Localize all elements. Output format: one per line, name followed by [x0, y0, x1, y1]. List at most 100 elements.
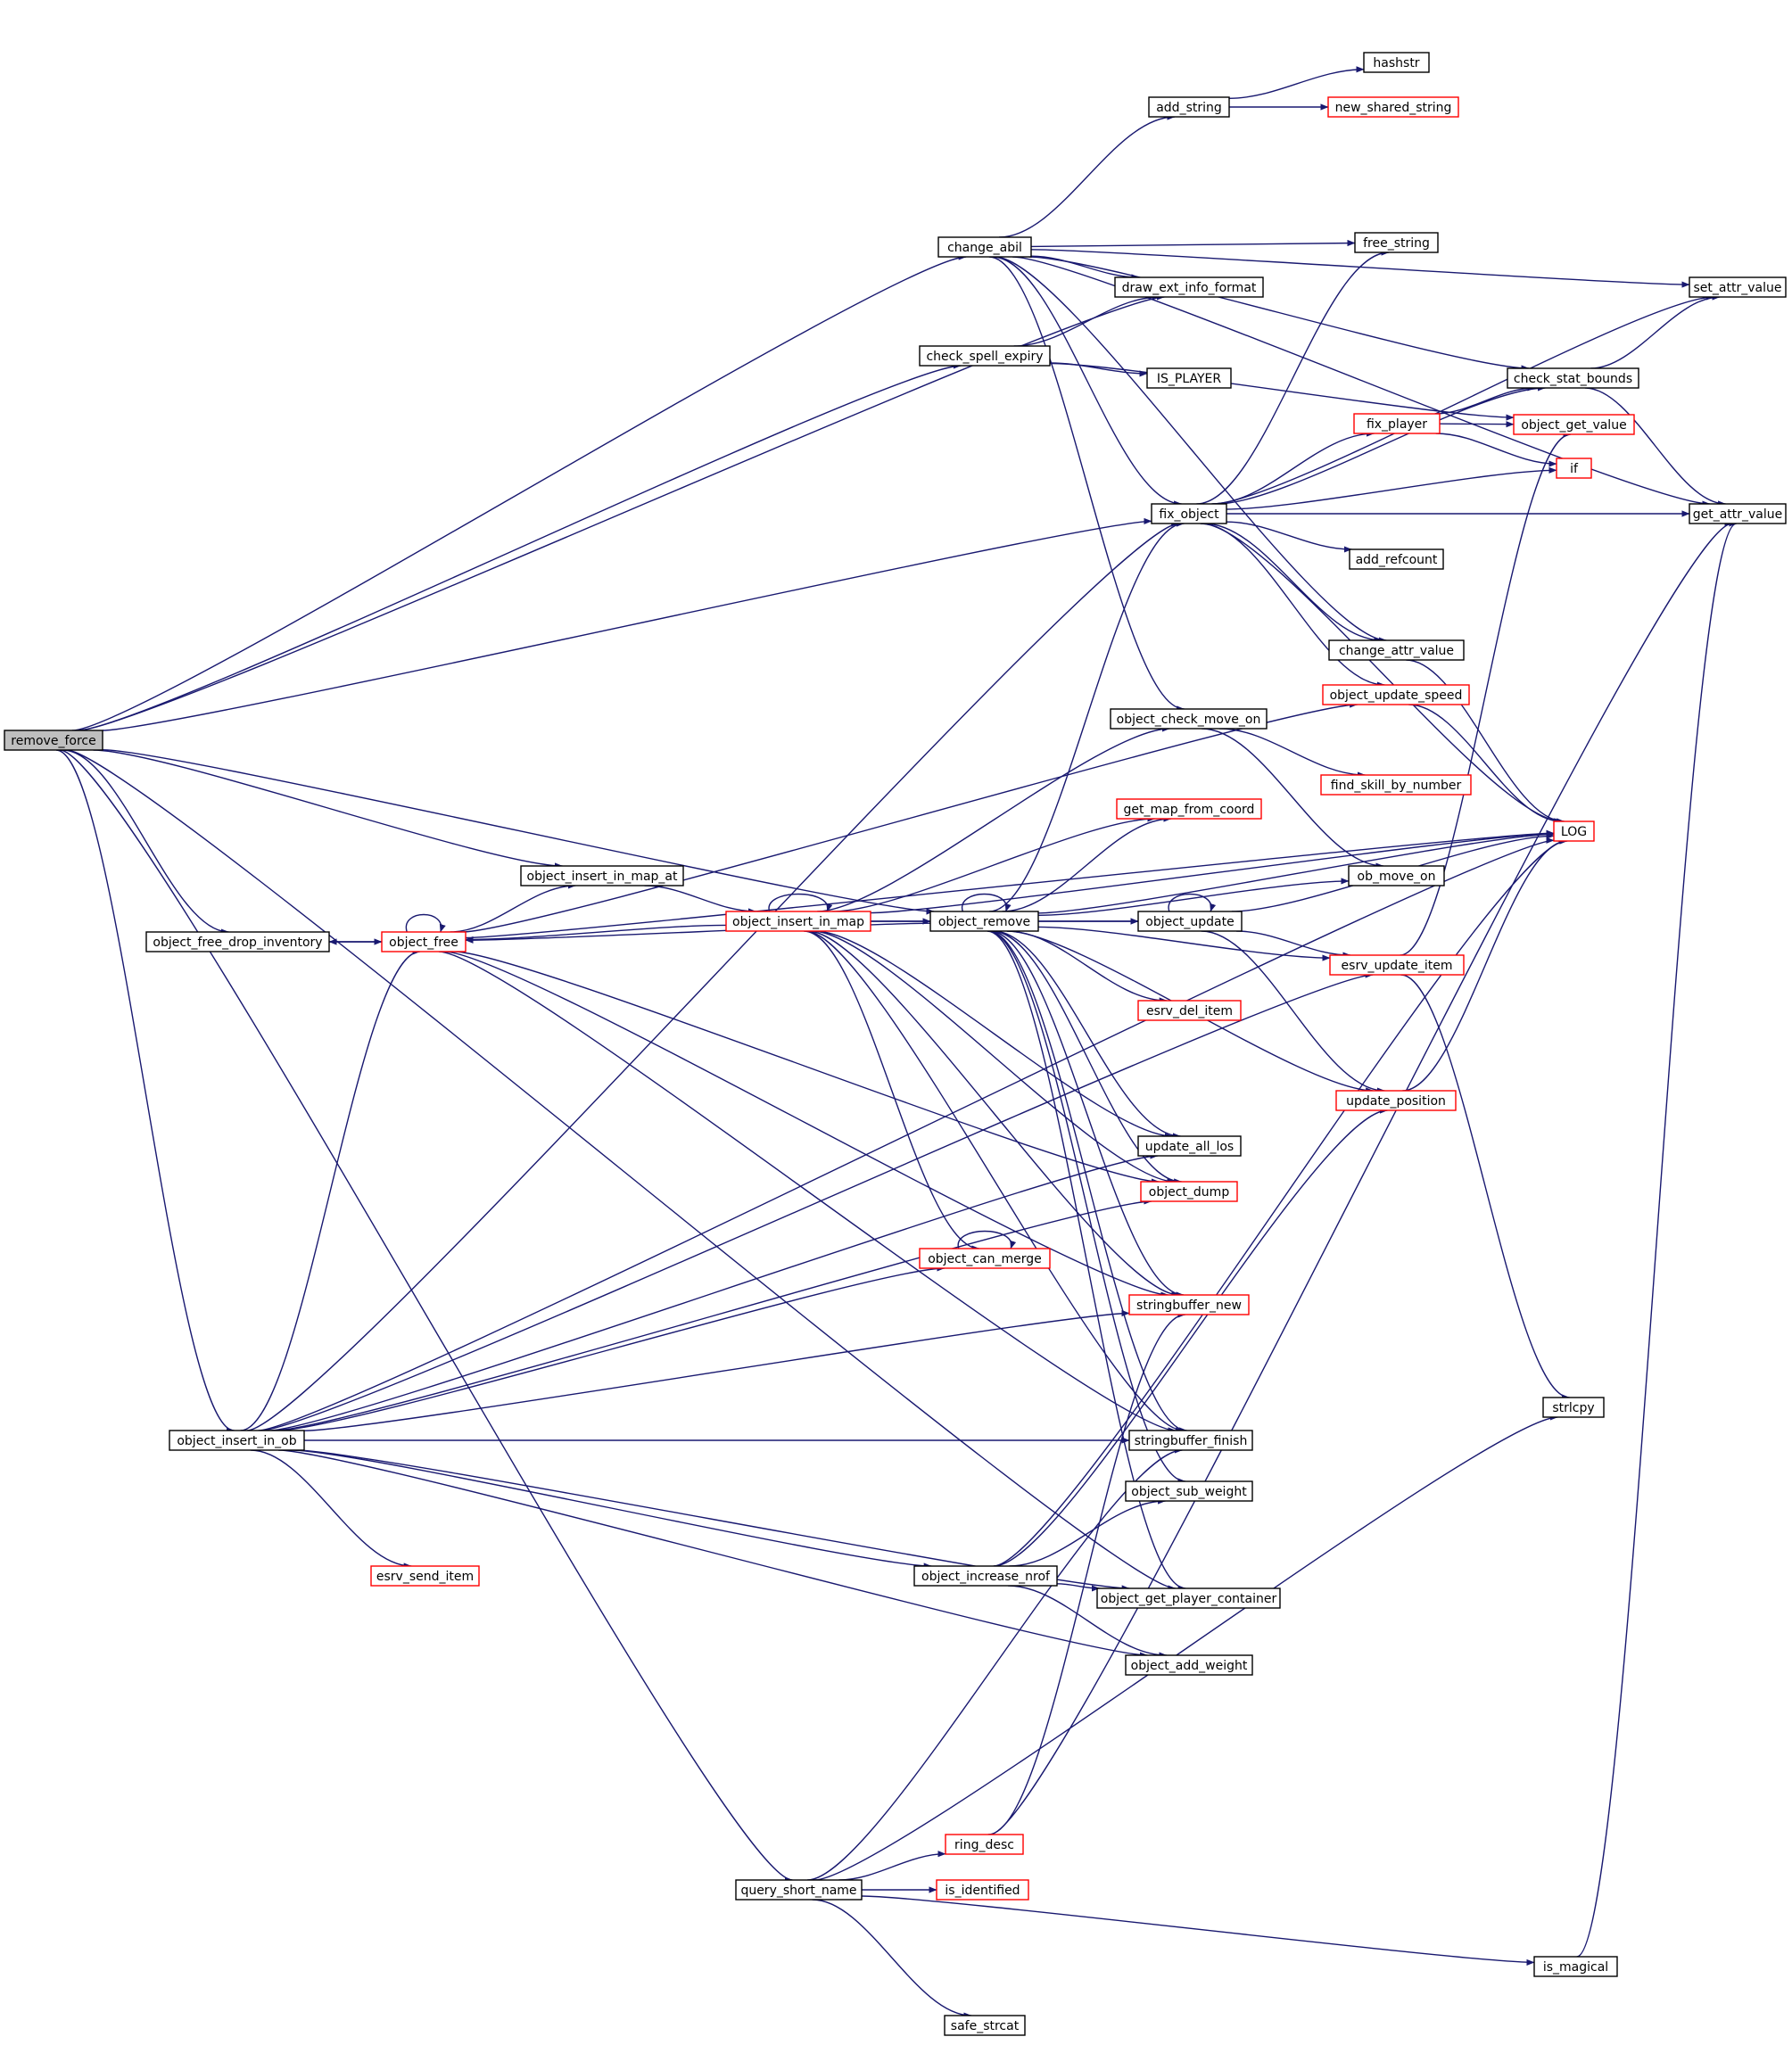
edge-fix_object-to-change_attr_value	[1203, 523, 1383, 644]
node-box	[1116, 798, 1262, 820]
edge-is_magical-to-get_attr_value	[1576, 520, 1738, 1958]
node-get_attr_value[interactable]: get_attr_value	[1689, 503, 1787, 524]
node-update_all_los[interactable]: update_all_los	[1137, 1135, 1242, 1157]
node-if[interactable]: if	[1556, 458, 1592, 479]
node-add_refcount[interactable]: add_refcount	[1349, 548, 1444, 570]
node-label: ring_desc	[954, 1838, 1014, 1852]
edge-fix_object-to-free_string	[1196, 249, 1390, 505]
node-check_stat_bounds[interactable]: check_stat_bounds	[1507, 367, 1639, 389]
edge-remove_force-to-fix_object	[102, 517, 1152, 731]
node-box	[1151, 503, 1227, 524]
edge-check_spell_expiry-to-object_get_value	[1049, 362, 1515, 421]
node-box	[944, 2015, 1026, 2036]
node-find_skill_by_number[interactable]: find_skill_by_number	[1320, 774, 1472, 796]
edge-fix_object-to-if	[1226, 466, 1557, 510]
node-label: check_spell_expiry	[926, 350, 1043, 364]
node-stringbuffer_finish[interactable]: stringbuffer_finish	[1128, 1430, 1253, 1451]
node-object_add_weight[interactable]: object_add_weight	[1125, 1654, 1253, 1676]
node-get_map_from_coord[interactable]: get_map_from_coord	[1116, 798, 1262, 820]
node-box	[145, 931, 330, 952]
node-box	[937, 236, 1032, 258]
node-box	[520, 865, 684, 886]
edge-query_short_name-to-is_magical	[861, 1895, 1535, 1966]
node-object_can_merge[interactable]: object_can_merge	[919, 1248, 1051, 1269]
node-is_magical[interactable]: is_magical	[1533, 1956, 1618, 1977]
edge-object_insert_in_map-to-update_all_los	[815, 930, 1173, 1140]
node-label: add_refcount	[1356, 553, 1438, 567]
node-update_position[interactable]: update_position	[1335, 1090, 1457, 1111]
node-object_free_drop_inventory[interactable]: object_free_drop_inventory	[145, 931, 330, 952]
node-box	[169, 1430, 305, 1451]
node-object_remove[interactable]: object_remove	[929, 911, 1039, 932]
node-esrv_update_item[interactable]: esrv_update_item	[1329, 954, 1465, 976]
node-box	[1125, 1654, 1253, 1676]
edge-object_remove-to-object_free	[465, 922, 931, 944]
node-object_free[interactable]: object_free	[381, 931, 467, 952]
edge-object_insert_in_map-to-object_free	[465, 924, 727, 943]
node-add_string[interactable]: add_string	[1148, 96, 1230, 118]
node-label: set_attr_value	[1694, 281, 1782, 295]
edge-change_abil-to-free_string	[1030, 239, 1356, 248]
node-ring_desc[interactable]: ring_desc	[945, 1834, 1024, 1855]
node-object_get_player_container[interactable]: object_get_player_container	[1096, 1587, 1281, 1609]
node-remove_force[interactable]: remove_force	[4, 730, 103, 751]
edge-esrv_update_item-to-strlcpy	[1400, 974, 1571, 1401]
node-esrv_send_item[interactable]: esrv_send_item	[370, 1565, 480, 1587]
node-fix_object[interactable]: fix_object	[1151, 503, 1227, 524]
node-box	[1349, 548, 1444, 570]
node-object_get_value[interactable]: object_get_value	[1513, 414, 1635, 435]
edge-query_short_name-to-ring_desc	[838, 1851, 946, 1881]
node-label: object_add_weight	[1131, 1659, 1248, 1673]
edge-object_remove-to-update_all_los	[993, 930, 1181, 1140]
node-box	[1507, 367, 1639, 389]
edge-check_spell_expiry-to-IS_PLAYER	[1049, 362, 1148, 377]
node-object_sub_weight[interactable]: object_sub_weight	[1125, 1480, 1253, 1502]
node-label: object_remove	[938, 915, 1030, 929]
edge-check_stat_bounds-to-set_attr_value	[1590, 293, 1721, 369]
edge-object_insert_in_map-to-object_dump	[812, 930, 1176, 1185]
node-box	[929, 911, 1039, 932]
edge-fix_player-to-object_get_value	[1439, 421, 1515, 428]
edge-object_increase_nrof-to-object_get_player_container	[1056, 1583, 1100, 1592]
node-fix_player[interactable]: fix_player	[1353, 413, 1441, 434]
node-set_attr_value[interactable]: set_attr_value	[1689, 276, 1787, 298]
edge-object_insert_in_map_at-to-object_insert_in_map	[644, 885, 756, 915]
node-hashstr[interactable]: hashstr	[1363, 52, 1430, 73]
edge-object_remove-to-object_dump	[991, 930, 1183, 1185]
node-stringbuffer_new[interactable]: stringbuffer_new	[1128, 1294, 1250, 1315]
node-free_string[interactable]: free_string	[1354, 232, 1439, 253]
edge-esrv_update_item-to-object_get_value	[1400, 431, 1572, 956]
node-object_increase_nrof[interactable]: object_increase_nrof	[913, 1565, 1058, 1587]
node-box	[725, 911, 871, 932]
node-label: object_increase_nrof	[921, 1570, 1051, 1584]
node-check_spell_expiry[interactable]: check_spell_expiry	[919, 345, 1051, 367]
node-change_attr_value[interactable]: change_attr_value	[1328, 639, 1465, 661]
node-esrv_del_item[interactable]: esrv_del_item	[1137, 1000, 1242, 1021]
node-draw_ext_info_format[interactable]: draw_ext_info_format	[1114, 276, 1264, 298]
node-label: object_insert_in_ob	[177, 1434, 296, 1448]
node-object_insert_in_ob[interactable]: object_insert_in_ob	[169, 1430, 305, 1451]
node-object_insert_in_map[interactable]: object_insert_in_map	[725, 911, 871, 932]
node-query_short_name[interactable]: query_short_name	[735, 1879, 863, 1901]
node-object_dump[interactable]: object_dump	[1140, 1181, 1238, 1202]
node-is_identified[interactable]: is_identified	[936, 1879, 1029, 1901]
node-safe_strcat[interactable]: safe_strcat	[944, 2015, 1026, 2036]
edge-add_string-to-hashstr	[1228, 66, 1365, 99]
edge-object_check_move_on-to-ob_move_on	[1202, 728, 1384, 870]
node-box	[1322, 684, 1470, 705]
node-label: object_insert_in_map_at	[527, 870, 679, 884]
edge-object_insert_in_map-to-object_insert_in_map	[768, 893, 833, 912]
node-ob_move_on[interactable]: ob_move_on	[1348, 865, 1445, 886]
node-strlcpy[interactable]: strlcpy	[1542, 1397, 1605, 1418]
edge-check_spell_expiry-to-draw_ext_info_format	[1013, 293, 1160, 347]
node-new_shared_string[interactable]: new_shared_string	[1327, 96, 1459, 118]
node-object_update_speed[interactable]: object_update_speed	[1322, 684, 1470, 705]
node-object_insert_in_map_at[interactable]: object_insert_in_map_at	[520, 865, 684, 886]
edge-change_abil-to-object_check_move_on	[988, 256, 1185, 713]
node-change_abil[interactable]: change_abil	[937, 236, 1032, 258]
node-LOG[interactable]: LOG	[1553, 820, 1595, 842]
node-box	[1137, 911, 1243, 932]
node-object_check_move_on[interactable]: object_check_move_on	[1110, 708, 1268, 730]
node-object_update[interactable]: object_update	[1137, 911, 1243, 932]
node-IS_PLAYER[interactable]: IS_PLAYER	[1146, 367, 1232, 389]
